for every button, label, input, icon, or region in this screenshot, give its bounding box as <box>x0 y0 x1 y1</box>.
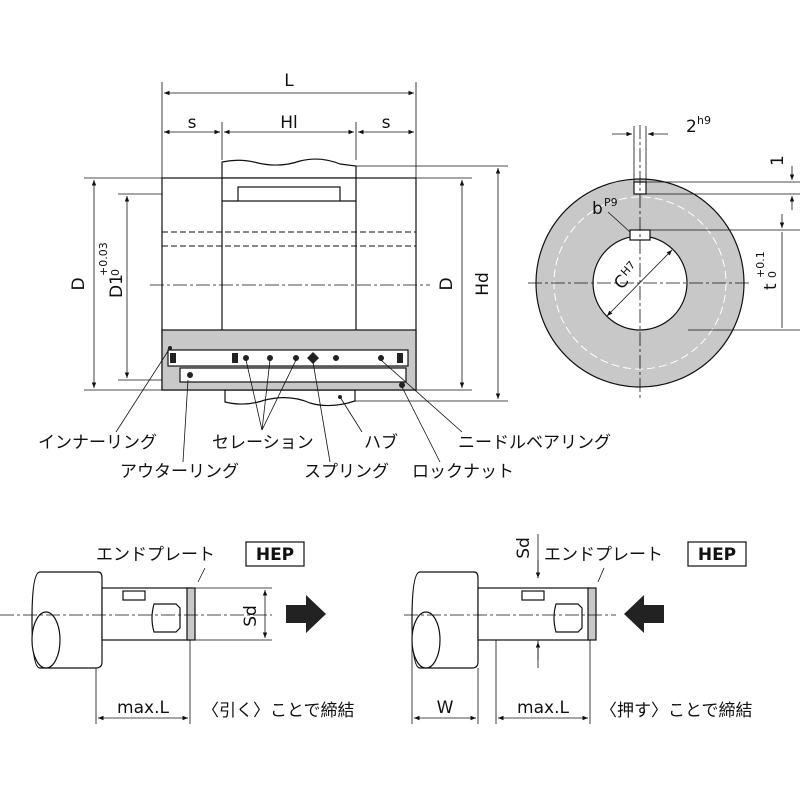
hub-outline <box>221 178 357 330</box>
dim-D1-tol-lower: 0 <box>109 269 122 276</box>
lock-nut-left <box>151 603 181 633</box>
end-plate-right <box>587 587 597 641</box>
shaft-face-right <box>411 611 441 669</box>
push-arrow <box>624 595 664 633</box>
dim-t-tol-upper: +0.1 <box>754 251 767 278</box>
part-block-2 <box>232 353 238 363</box>
label-lock-nut: ロックナット <box>412 462 514 482</box>
leader-dot-1 <box>168 346 172 350</box>
dim-s-right: s <box>382 113 391 133</box>
shaft-face-left <box>31 611 61 669</box>
part-block-1 <box>170 353 176 363</box>
end-plate-left <box>186 587 196 641</box>
leader-end-plate-left <box>197 567 206 583</box>
dim-D1-group: D1 +0.03 0 <box>97 242 127 298</box>
inner-ring-band <box>167 349 409 367</box>
needle-2 <box>267 355 273 361</box>
hep-badge-right <box>687 541 747 567</box>
needle-3 <box>293 355 299 361</box>
spring-marker <box>307 352 319 364</box>
leader-serration <box>245 359 297 431</box>
roller-2 <box>399 382 405 388</box>
hep-badge-left-text: HEP <box>256 545 294 565</box>
dim-b-tol: P9 <box>604 196 618 209</box>
dim-t-tol-lower: 0 <box>766 271 779 278</box>
label-needle-bearing: ニードルベアリング <box>458 433 611 453</box>
key-slot <box>237 186 341 202</box>
caption-push: 〈押す〉ことで締結 <box>600 701 753 721</box>
needle-4 <box>333 355 339 361</box>
leader-dot-2 <box>338 395 342 399</box>
lock-nut-right <box>553 603 583 633</box>
caption-pull: 〈引く〉ことで締結 <box>202 701 355 721</box>
dim-maxl-left: max.L <box>117 698 169 718</box>
dim-t: t <box>761 283 781 290</box>
dim-hl: Hl <box>280 113 298 133</box>
dim-maxl-right: max.L <box>517 698 569 718</box>
label-hub: ハブ <box>364 432 398 453</box>
label-end-plate-left: エンドプレート <box>96 545 215 565</box>
dim-D1: D1 <box>107 274 127 298</box>
keyslot-right <box>521 590 545 601</box>
needle-5 <box>378 355 384 361</box>
hep-badge-right-text: HEP <box>698 545 736 565</box>
label-spring: スプリング <box>304 462 389 482</box>
label-serration: セレーション <box>212 433 314 453</box>
leader-spring <box>312 361 331 463</box>
leader-outer-ring <box>182 379 189 463</box>
leader-end-plate-right <box>597 567 605 583</box>
dim-Hd: Hd <box>473 272 493 296</box>
dim-w: W <box>437 698 454 718</box>
shaft-top-cut <box>221 158 357 179</box>
needle-1 <box>243 355 249 361</box>
shaft-bottom-cut <box>224 389 356 407</box>
leader-hub <box>339 396 363 433</box>
dim-sd-right: Sd <box>514 537 534 559</box>
section-view: L s Hl s D D1 +0.03 0 D Hd <box>38 71 611 482</box>
label-end-plate-right: エンドプレート <box>544 545 663 565</box>
dim-2: 2 <box>686 117 697 137</box>
roller-1 <box>187 372 193 378</box>
leader-needle-bearing <box>380 359 463 433</box>
dim-1: 1 <box>768 155 788 166</box>
end-view: 2 h9 1 b P9 C H7 t +0.1 0 <box>528 114 800 398</box>
dim-2-tol: h9 <box>697 114 711 127</box>
dim-D-left: D <box>69 277 89 290</box>
label-outer-ring: アウターリング <box>120 462 239 482</box>
pull-fastening-view: エンドプレート HEP Sd max.L 〈引く〉ことで締結 <box>0 541 355 724</box>
dim-line-C <box>606 249 673 317</box>
dim-D1-tol-upper: +0.03 <box>97 242 110 276</box>
label-inner-ring: インナーリング <box>38 433 157 453</box>
pull-arrow <box>286 595 326 633</box>
dim-t-group: t +0.1 0 <box>754 251 781 290</box>
keyslot-left <box>122 590 146 601</box>
dim-b: b <box>592 199 603 219</box>
leader-inner-ring <box>115 347 171 433</box>
leader-lock-nut <box>401 386 441 463</box>
dim-L: L <box>284 71 294 91</box>
outer-ring-band <box>179 367 407 383</box>
dim-s-left: s <box>188 113 197 133</box>
push-fastening-view: エンドプレート HEP Sd W max.L 〈押す〉ことで締結 <box>404 534 753 724</box>
dim-D-right: D <box>437 277 457 290</box>
leader-b <box>607 211 631 233</box>
part-block-3 <box>397 353 403 363</box>
hep-badge-left <box>245 541 305 567</box>
dim-sd-left: Sd <box>241 605 261 627</box>
